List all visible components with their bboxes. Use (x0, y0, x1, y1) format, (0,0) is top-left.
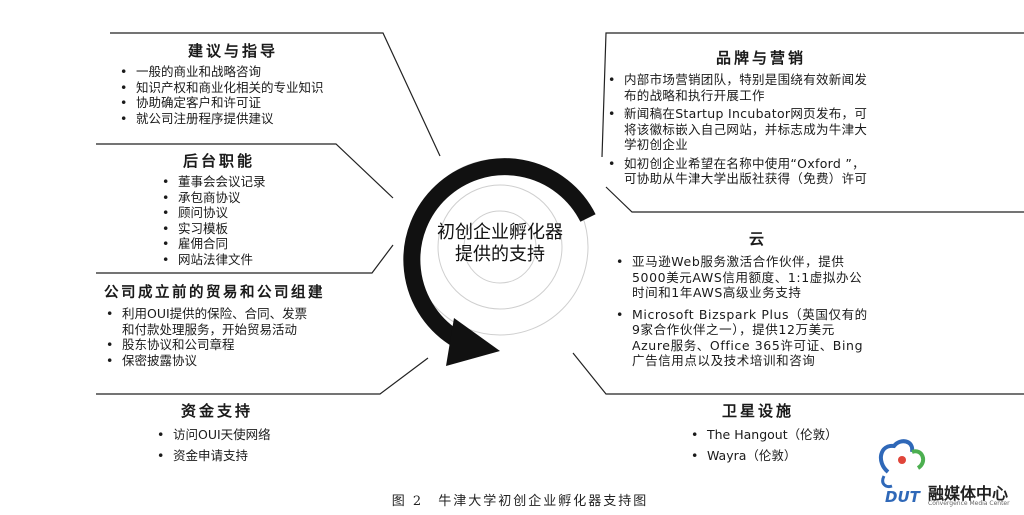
connector-backoffice (96, 143, 394, 199)
list-item-continued: 和付款处理服务，开始贸易活动 (104, 322, 307, 338)
list-item: 如初创企业希望在名称中使用“Oxford ”， (606, 156, 867, 172)
list-item-text: 学初创企业 (624, 137, 689, 152)
list-item: 利用OUI提供的保险、合同、发票 (104, 306, 307, 322)
list-item: 内部市场营销团队，特别是围绕有效新闻发 (606, 72, 867, 88)
connector-preincorp (96, 244, 394, 274)
connector-advice (110, 32, 441, 157)
list-item: 亚马逊Web服务激活合作伙伴，提供 (614, 254, 868, 270)
logo-mark: DUT (885, 488, 920, 506)
list-item: Microsoft Bizspark Plus（英国仅有的 (614, 307, 868, 323)
list-item-continued: 布的战略和执行开展工作 (606, 88, 867, 104)
list-item: 董事会会议记录 (160, 174, 266, 190)
list-item: The Hangout（伦敦） (689, 424, 838, 445)
connector-funding (96, 357, 429, 395)
list-item: 保密披露协议 (104, 353, 307, 369)
list-item-continued: 广告信用点以及技术培训和咨询 (614, 353, 868, 369)
list-item-continued: 9家合作伙伴之一），提供12万美元 (614, 322, 868, 338)
section-list-facilities: The Hangout（伦敦） Wayra（伦敦） (689, 424, 838, 466)
list-item-text: 可协助从牛津大学出版社获得（免费）许可 (624, 171, 868, 186)
connector-facilities (572, 352, 1024, 395)
section-title-facilities: 卫星设施 (722, 402, 795, 420)
list-item-text: 布的战略和执行开展工作 (624, 87, 765, 103)
section-title-funding: 资金支持 (181, 402, 254, 420)
figure-caption: 图 2 牛津大学初创企业孵化器支持图 (391, 494, 649, 509)
list-item: 实习模板 (160, 221, 266, 237)
list-item: 协助确定客户和许可证 (118, 95, 324, 111)
list-item-text: 9家合作伙伴之一），提供12万美元 (632, 322, 835, 337)
list-item-text: 和付款处理服务，开始贸易活动 (122, 321, 298, 337)
center-label: 初创企业孵化器 提供的支持 (400, 222, 600, 266)
list-item-text: 将该徽标嵌入自己网站，并标志成为牛津大 (624, 121, 868, 137)
section-list-cloud: 亚马逊Web服务激活合作伙伴，提供 5000美元AWS信用额度、1:1虚拟办公 … (614, 254, 868, 369)
logo-subtitle: Convergence Media Center (928, 500, 1010, 507)
list-item-text: 时间和1年AWS高级业务支持 (632, 285, 802, 300)
inner-circle-3 (463, 210, 537, 284)
list-item-continued: 5000美元AWS信用额度、1:1虚拟办公 (614, 270, 868, 286)
section-title-advice: 建议与指导 (188, 42, 279, 60)
cycle-arrow-arc (403, 158, 596, 348)
list-item-continued: 将该徽标嵌入自己网站，并标志成为牛津大 (606, 122, 867, 138)
section-list-advice: 一般的商业和战略咨询 知识产权和商业化相关的专业知识 协助确定客户和许可证 就公… (118, 64, 324, 126)
list-item: 股东协议和公司章程 (104, 337, 307, 353)
section-title-backoffice: 后台职能 (183, 152, 256, 170)
list-item: 一般的商业和战略咨询 (118, 64, 324, 80)
section-title-cloud: 云 (749, 230, 768, 248)
list-item: 资金申请支持 (155, 445, 271, 466)
list-item: 雇佣合同 (160, 236, 266, 252)
center-label-line1: 初创企业孵化器 (437, 222, 563, 243)
list-item: 顾问协议 (160, 205, 266, 221)
logo-name: 融媒体中心 (928, 484, 1009, 503)
inner-circle-2 (437, 184, 563, 310)
list-item: 知识产权和商业化相关的专业知识 (118, 80, 324, 96)
section-title-brand: 品牌与营销 (716, 49, 807, 67)
list-item-text: Azure服务、Office 365许可证、Bing (632, 337, 864, 353)
list-item-continued: Azure服务、Office 365许可证、Bing (614, 338, 868, 354)
list-item-continued: 学初创企业 (606, 137, 867, 153)
list-item-continued: 时间和1年AWS高级业务支持 (614, 285, 868, 301)
list-item: 新闻稿在Startup Incubator网页发布，可 (606, 106, 867, 122)
section-list-backoffice: 董事会会议记录 承包商协议 顾问协议 实习模板 雇佣合同 网站法律文件 (160, 174, 266, 267)
cycle-arrow-head (446, 318, 500, 366)
section-title-preincorp: 公司成立前的贸易和公司组建 (104, 285, 325, 301)
connector-cloud (605, 186, 1024, 213)
list-item-text: 广告信用点以及技术培训和咨询 (632, 353, 816, 368)
list-item-continued: 可协助从牛津大学出版社获得（免费）许可 (606, 171, 867, 187)
list-item: 访问OUI天使网络 (155, 424, 271, 445)
list-item: 承包商协议 (160, 190, 266, 206)
center-label-line2: 提供的支持 (455, 244, 545, 265)
section-list-preincorp: 利用OUI提供的保险、合同、发票 和付款处理服务，开始贸易活动 股东协议和公司章… (104, 306, 307, 368)
section-list-brand: 内部市场营销团队，特别是围绕有效新闻发 布的战略和执行开展工作 新闻稿在Star… (606, 72, 867, 187)
list-item: 就公司注册程序提供建议 (118, 111, 324, 127)
dut-logo-icon (878, 439, 926, 488)
list-item-text: 5000美元AWS信用额度、1:1虚拟办公 (632, 269, 863, 285)
list-item: Wayra（伦敦） (689, 445, 838, 466)
list-item: 网站法律文件 (160, 252, 266, 268)
section-list-funding: 访问OUI天使网络 资金申请支持 (155, 424, 271, 466)
connector-brand (601, 32, 1024, 158)
